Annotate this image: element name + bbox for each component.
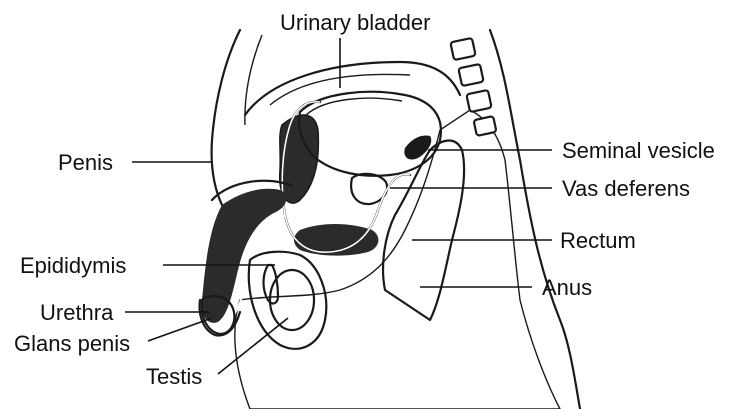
label-epididymis: Epididymis [20,253,126,278]
leader-lines [125,38,552,374]
label-anus: Anus [542,275,592,300]
label-urinary-bladder: Urinary bladder [280,10,430,35]
urinary-bladder [299,92,441,176]
sacrum-vertebrae [450,38,496,136]
label-vas-deferens: Vas deferens [562,176,690,201]
abdominal-wall [212,30,240,205]
label-testis: Testis [146,364,202,389]
label-rectum: Rectum [560,228,636,253]
peritoneum [245,62,460,115]
rectum-shape [383,141,464,320]
leader-glans-penis [148,318,212,341]
label-seminal-vesicle: Seminal vesicle [562,138,715,163]
leader-testis [218,318,288,374]
label-urethra: Urethra [40,300,114,325]
label-penis: Penis [58,150,113,175]
label-glans-penis: Glans penis [14,331,130,356]
